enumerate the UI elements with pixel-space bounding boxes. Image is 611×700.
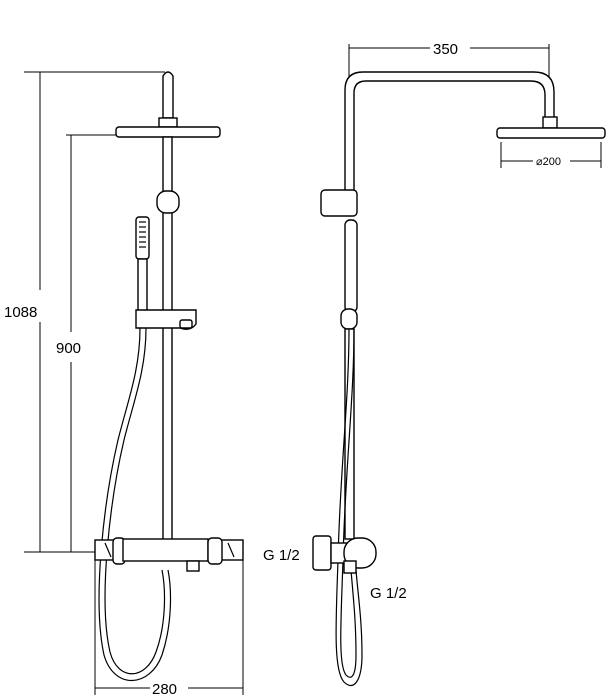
front-top-pipe: [162, 71, 174, 119]
side-hand-shower: [344, 219, 358, 313]
arm-reach-label: 350: [433, 41, 458, 58]
inlet-connection-label: G 1/2: [263, 547, 300, 564]
front-rail-slider: [156, 190, 180, 214]
front-shower-head: [115, 126, 221, 138]
total-height-label: 1088: [4, 304, 37, 321]
outlet-connection-label: G 1/2: [370, 585, 407, 602]
side-hand-shower-holder: [340, 308, 358, 330]
front-view: 1088 900: [4, 71, 244, 698]
head-diameter-dimension: ⌀200: [500, 142, 602, 168]
hand-shower: [135, 216, 150, 313]
width-label: 280: [152, 681, 177, 698]
rail-height-label: 900: [56, 340, 81, 357]
width-dimension: 280: [94, 560, 244, 698]
side-hose: [335, 328, 363, 687]
side-thermostatic-mixer: [312, 535, 377, 574]
front-head-connector: [158, 117, 178, 128]
side-shower-head: [496, 127, 606, 139]
side-view: 350 ⌀200: [263, 41, 606, 687]
side-rail-slider: [320, 189, 358, 217]
head-diameter-label: ⌀200: [536, 156, 561, 168]
front-thermostatic-mixer: [94, 537, 244, 572]
front-hose: [98, 327, 172, 681]
rail-height-dimension: 900: [56, 134, 120, 553]
total-height-dimension: 1088: [4, 71, 165, 553]
